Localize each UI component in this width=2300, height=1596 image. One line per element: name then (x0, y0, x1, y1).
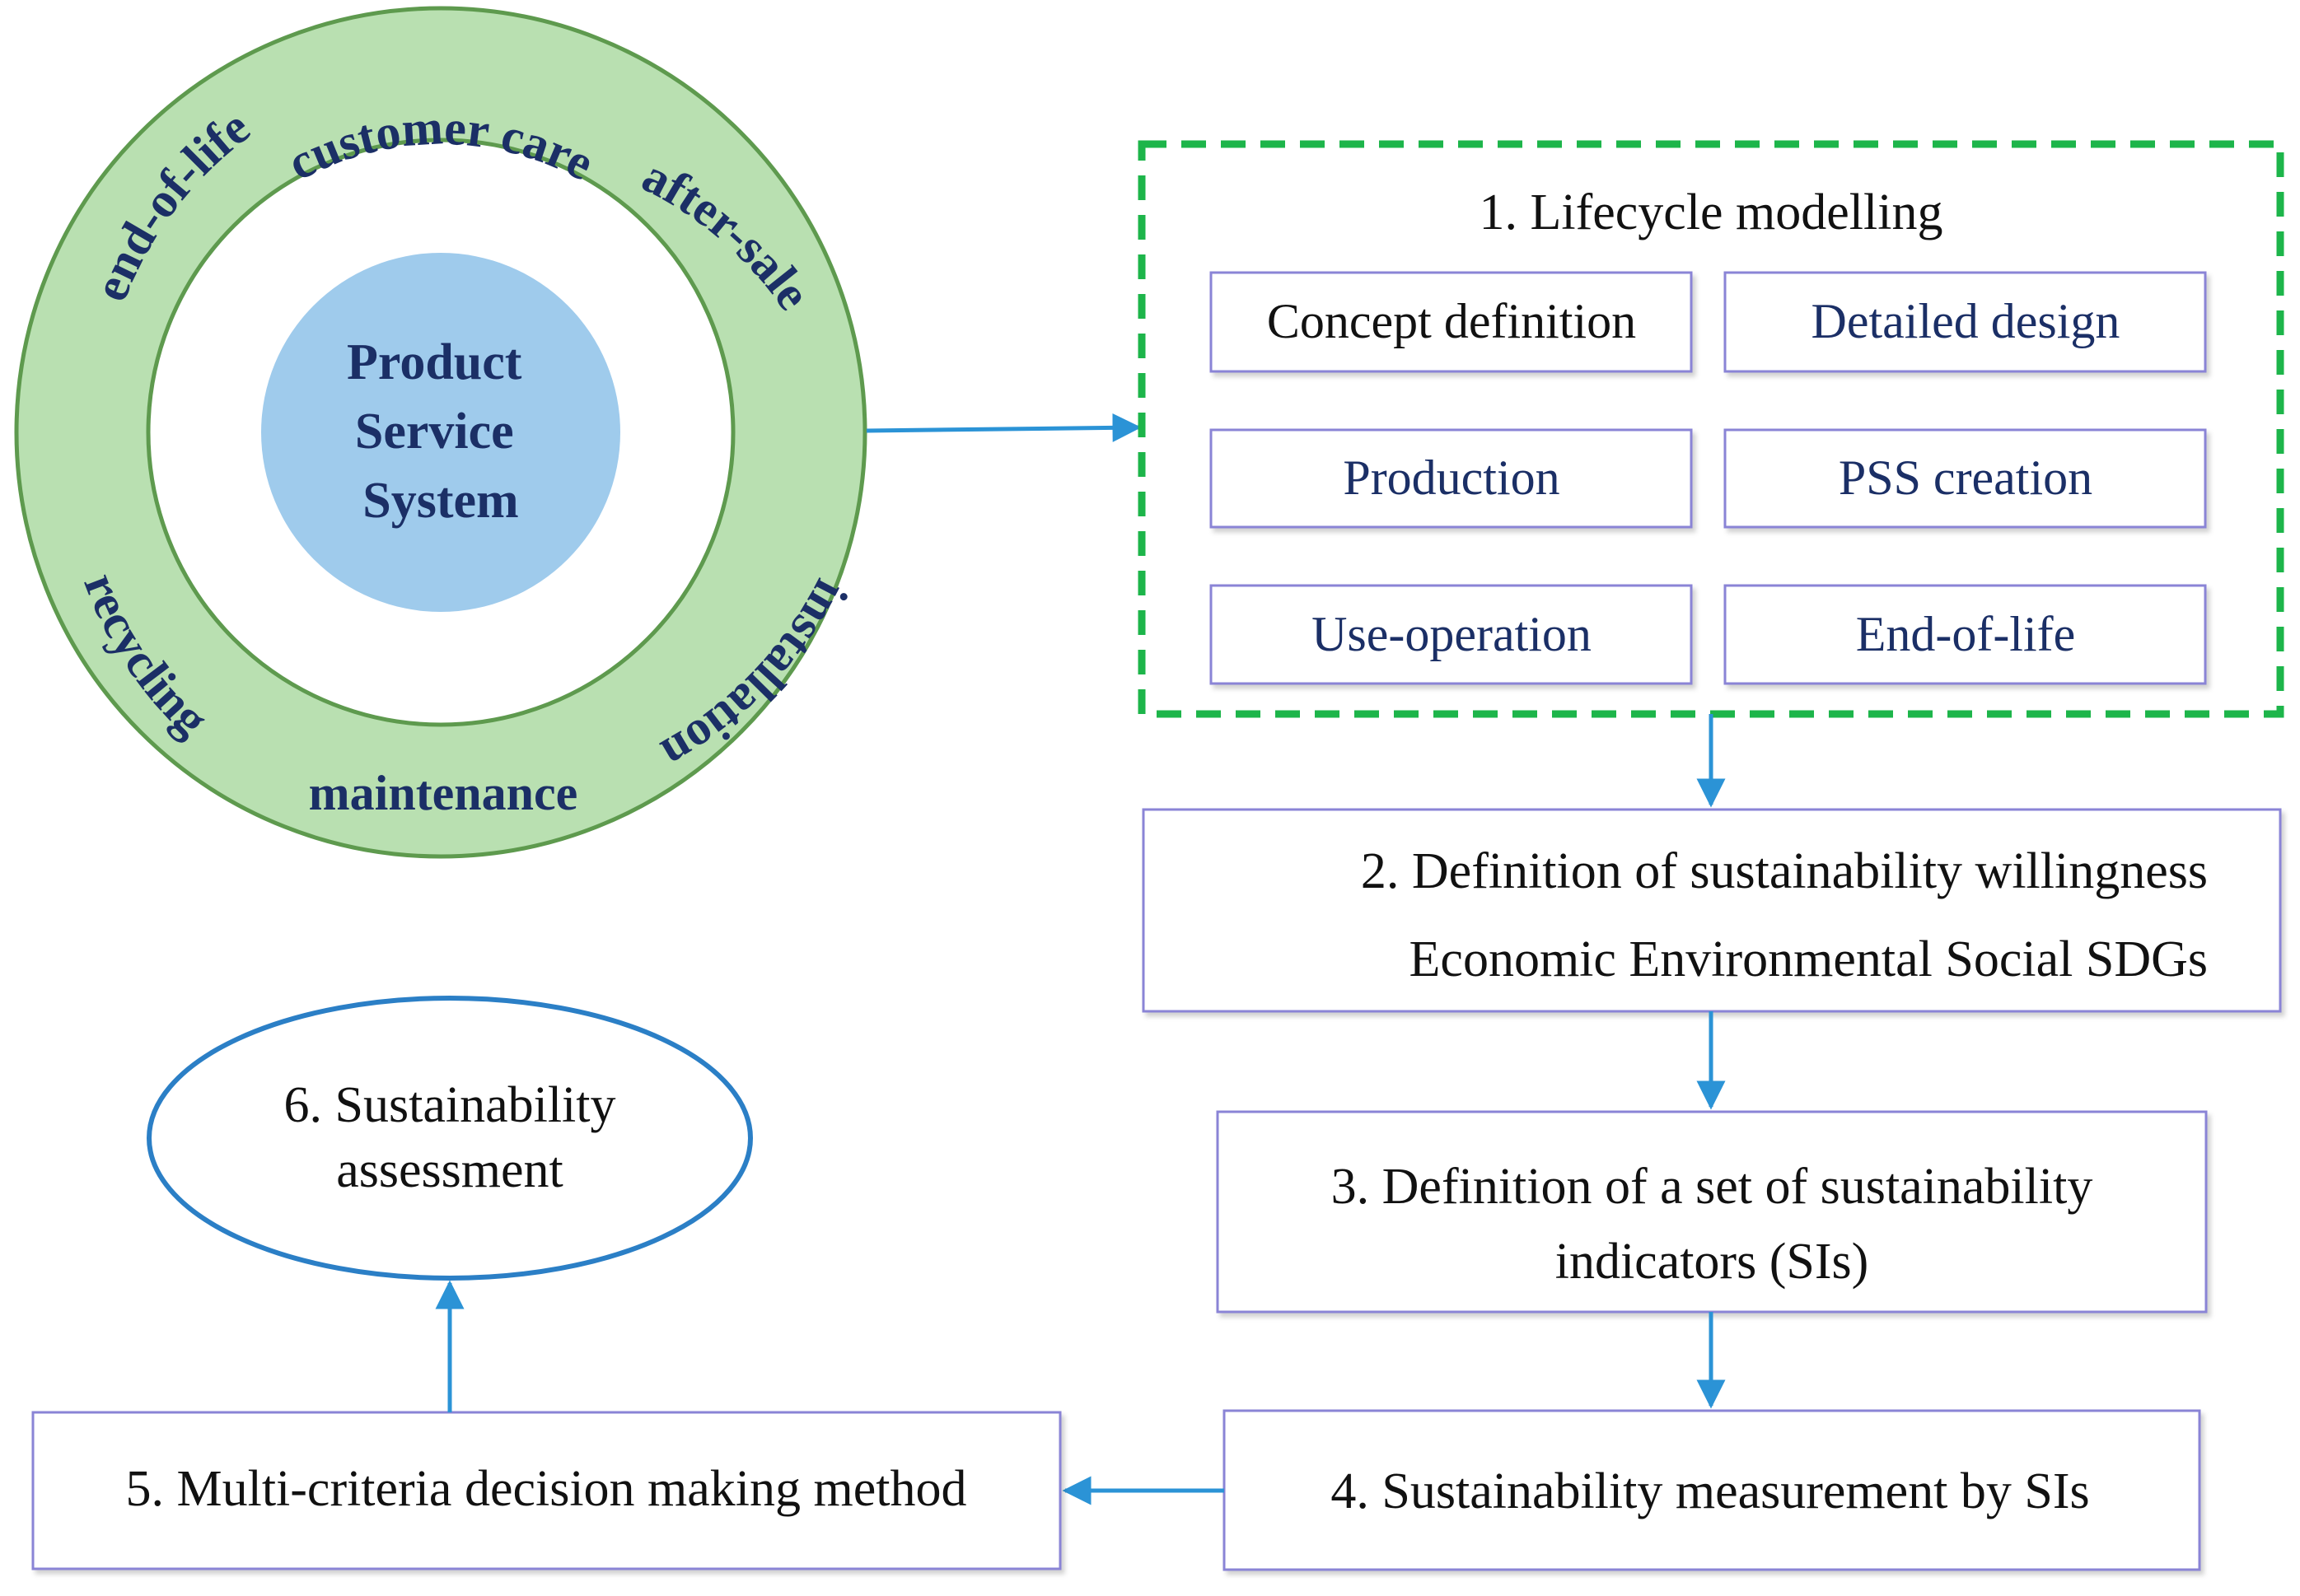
phase-use-operation: Use-operation (1209, 584, 1693, 685)
phase-production: Production (1209, 428, 1693, 529)
phase-end-of-life-label: End-of-life (1856, 607, 2076, 661)
phase-production-label: Production (1343, 450, 1559, 505)
step5-label: 5. Multi-criteria decision making method (125, 1461, 966, 1517)
phase-detailed-design-label: Detailed design (1811, 294, 2120, 348)
step3-line-1: 3. Definition of a set of sustainability (1331, 1159, 2093, 1215)
step4-label: 4. Sustainability measurement by SIs (1330, 1463, 2089, 1519)
hub-label: Product Service System (347, 334, 535, 529)
step4-sustainability-measurement: 4. Sustainability measurement by SIs (1222, 1409, 2201, 1571)
step2-line-1: 2. Definition of sustainability willingn… (1361, 843, 2208, 899)
lifecycle-ring: Product Service System customer care aft… (14, 6, 867, 859)
step1-title: 1. Lifecycle modelling (1480, 184, 1943, 240)
step5-mcdm-method: 5. Multi-criteria decision making method (31, 1411, 1062, 1570)
hub-line-2: Service (355, 404, 514, 460)
step3-sustainability-indicators: 3. Definition of a set of sustainability… (1216, 1110, 2208, 1314)
phase-detailed-design: Detailed design (1723, 271, 2207, 373)
phase-pss-creation: PSS creation (1723, 428, 2207, 529)
step6-ellipse (147, 996, 753, 1281)
step6-sustainability-assessment: 6. Sustainability assessment (147, 996, 753, 1281)
phase-concept-definition: Concept definition (1209, 271, 1693, 373)
step2-sustainability-willingness: 2. Definition of sustainability willingn… (1142, 808, 2282, 1013)
phase-use-operation-label: Use-operation (1311, 607, 1592, 661)
phase-concept-definition-label: Concept definition (1267, 294, 1636, 348)
stage-maintenance: maintenance (309, 766, 578, 820)
hub-line-1: Product (347, 334, 522, 390)
step1-lifecycle-modelling: 1. Lifecycle modelling Concept definitio… (1138, 140, 2284, 718)
step6-line-1: 6. Sustainability (284, 1077, 616, 1133)
hub-line-3: System (362, 473, 518, 529)
step2-line-2: Economic Environmental Social SDGs (1409, 931, 2208, 987)
phase-end-of-life: End-of-life (1723, 584, 2207, 685)
phase-pss-creation-label: PSS creation (1839, 450, 2092, 505)
pss-hub (261, 253, 620, 612)
arrow-ring-to-step1 (866, 413, 1142, 442)
step3-line-2: indicators (SIs) (1555, 1234, 1869, 1290)
step6-line-2: assessment (336, 1142, 563, 1198)
